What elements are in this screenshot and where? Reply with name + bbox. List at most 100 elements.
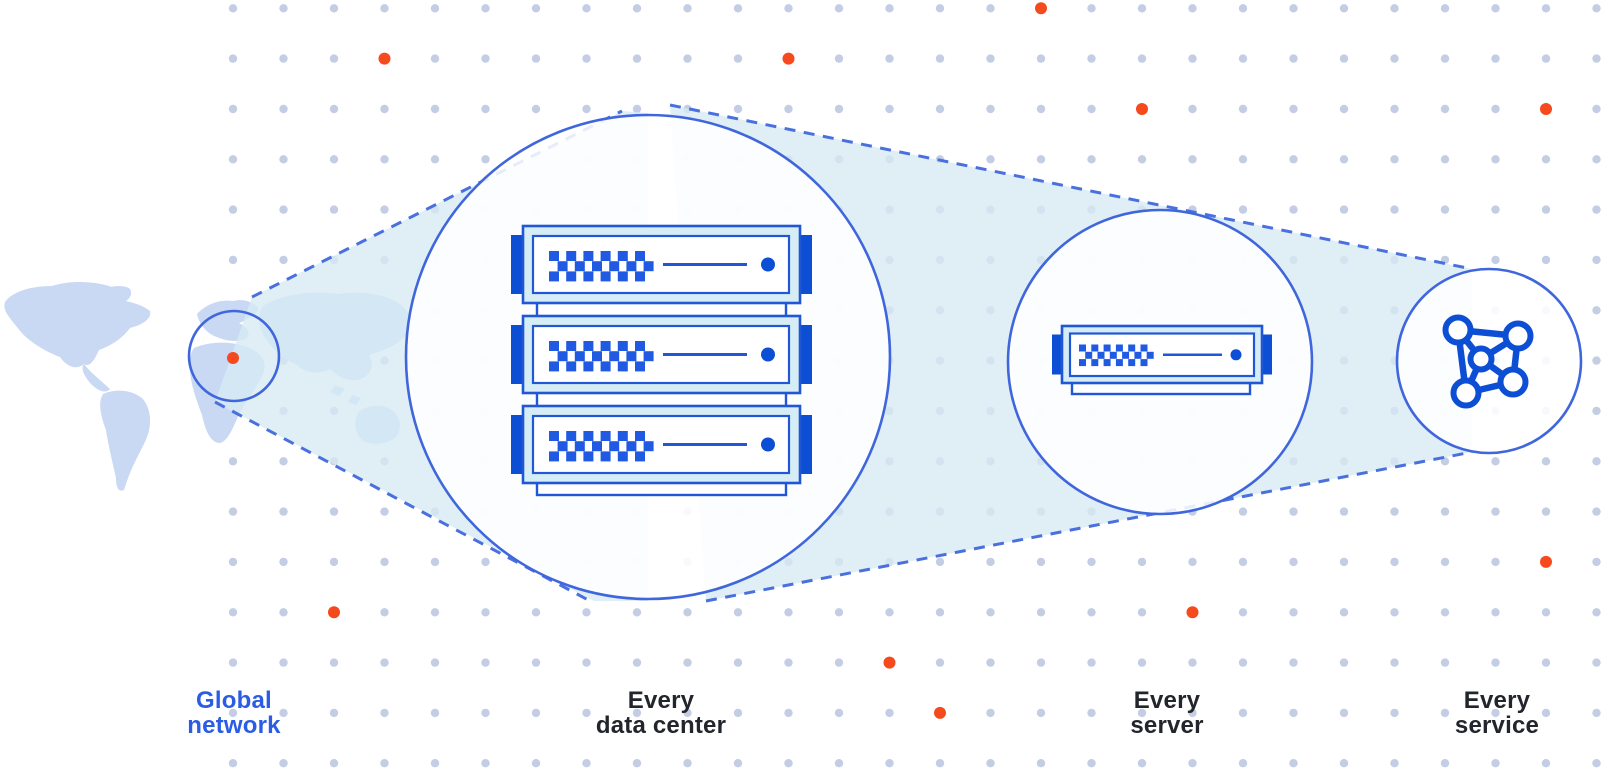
grid-dot xyxy=(1036,104,1046,114)
grid-dot xyxy=(784,708,793,718)
tab-left xyxy=(511,325,523,384)
grid-dot xyxy=(329,557,339,567)
grid-dot xyxy=(1289,104,1298,114)
vent-dot xyxy=(635,271,645,282)
grid-dot xyxy=(1491,608,1500,617)
grid-dot xyxy=(1390,104,1399,114)
grid-dot xyxy=(531,54,541,63)
grid-dot xyxy=(1541,759,1551,768)
grid-dot xyxy=(986,708,995,718)
grid-dot xyxy=(1390,4,1399,13)
tab-left xyxy=(511,415,523,474)
grid-dot xyxy=(1491,155,1500,164)
vent-dot xyxy=(617,271,628,282)
vent-dot xyxy=(1109,351,1117,359)
grid-dot xyxy=(279,104,288,114)
grid-dot xyxy=(1036,54,1046,63)
grid-dot xyxy=(1289,658,1298,667)
grid-dot xyxy=(1137,4,1147,13)
caption-line: Every xyxy=(1463,687,1531,714)
unit-face xyxy=(531,324,791,385)
vent-dot xyxy=(1103,359,1111,367)
grid-dot xyxy=(1188,658,1197,667)
vent-dot xyxy=(1128,359,1136,367)
vent-dot xyxy=(1128,344,1136,352)
grid-dot xyxy=(935,557,945,567)
grid-dot xyxy=(1036,658,1046,667)
vent-dot xyxy=(1091,359,1099,367)
vent-dot xyxy=(617,341,628,351)
grid-dot xyxy=(279,507,288,516)
grid-dot xyxy=(582,658,591,667)
vent-dot xyxy=(600,341,611,351)
vent-dot xyxy=(557,351,568,362)
grid-dot xyxy=(481,708,490,718)
grid-dot xyxy=(1137,557,1147,567)
grid-dot xyxy=(228,54,238,63)
caption-every-data-center: Every data center xyxy=(596,688,726,738)
grid-dot xyxy=(986,155,995,164)
grid-dot xyxy=(481,608,490,617)
grid-dot xyxy=(1087,4,1096,13)
grid-dot xyxy=(430,557,440,567)
grid-dot xyxy=(1592,557,1601,567)
grid-dot xyxy=(935,759,945,768)
caption-line: service xyxy=(1454,711,1540,739)
grid-dot xyxy=(279,658,288,667)
grid-dot xyxy=(1491,255,1500,265)
vent-dot xyxy=(1122,351,1130,359)
grid-dot xyxy=(1541,608,1551,617)
grid-dot xyxy=(531,608,541,617)
grid-dot xyxy=(380,658,389,667)
grid-dot xyxy=(228,557,238,567)
vent-dot xyxy=(1085,351,1093,359)
grid-dot xyxy=(834,658,844,667)
grid-dot xyxy=(1440,708,1450,718)
grid-dot xyxy=(1339,608,1349,617)
grid-dot xyxy=(1440,155,1450,164)
grid-dot xyxy=(380,205,389,214)
vent-dot xyxy=(609,261,620,272)
grid-dot xyxy=(531,4,541,13)
vent-dot xyxy=(626,441,637,452)
grid-dot xyxy=(582,708,591,718)
vent-dot xyxy=(1146,351,1154,359)
grid-dot xyxy=(986,608,995,617)
vent-dot xyxy=(643,441,654,452)
grid-dot xyxy=(1087,155,1096,164)
grid-dot xyxy=(1491,557,1500,567)
grid-dot xyxy=(228,4,238,13)
grid-dot xyxy=(834,608,844,617)
grid-dot xyxy=(1491,759,1500,768)
vent-dot xyxy=(549,341,559,351)
grid-dot xyxy=(1440,205,1450,214)
vent-dot xyxy=(574,261,585,272)
grid-dot xyxy=(1541,54,1551,63)
grid-dot xyxy=(329,507,339,516)
grid-dot xyxy=(885,4,894,13)
grid-dot xyxy=(430,759,440,768)
grid-dot xyxy=(784,759,793,768)
grid-dot xyxy=(1339,759,1349,768)
grid-dot xyxy=(1592,507,1601,516)
grid-dot xyxy=(1491,4,1500,13)
orange-grid-dot xyxy=(378,52,391,65)
orange-grid-dot xyxy=(328,606,340,619)
grid-dot xyxy=(380,608,389,617)
grid-dot xyxy=(329,54,339,63)
grid-dot xyxy=(784,608,793,617)
grid-dot xyxy=(1440,54,1450,63)
unit-led xyxy=(761,437,775,452)
grid-dot xyxy=(430,608,440,617)
grid-dot xyxy=(733,4,743,13)
grid-dot xyxy=(228,457,238,466)
grid-dot xyxy=(1541,507,1551,516)
grid-dot xyxy=(1087,708,1096,718)
grid-dot xyxy=(380,708,389,718)
vent-dot xyxy=(609,351,620,362)
grid-dot xyxy=(885,54,894,63)
grid-dot xyxy=(1592,658,1601,667)
grid-dot xyxy=(1390,658,1399,667)
server-unit-3 xyxy=(511,404,812,485)
